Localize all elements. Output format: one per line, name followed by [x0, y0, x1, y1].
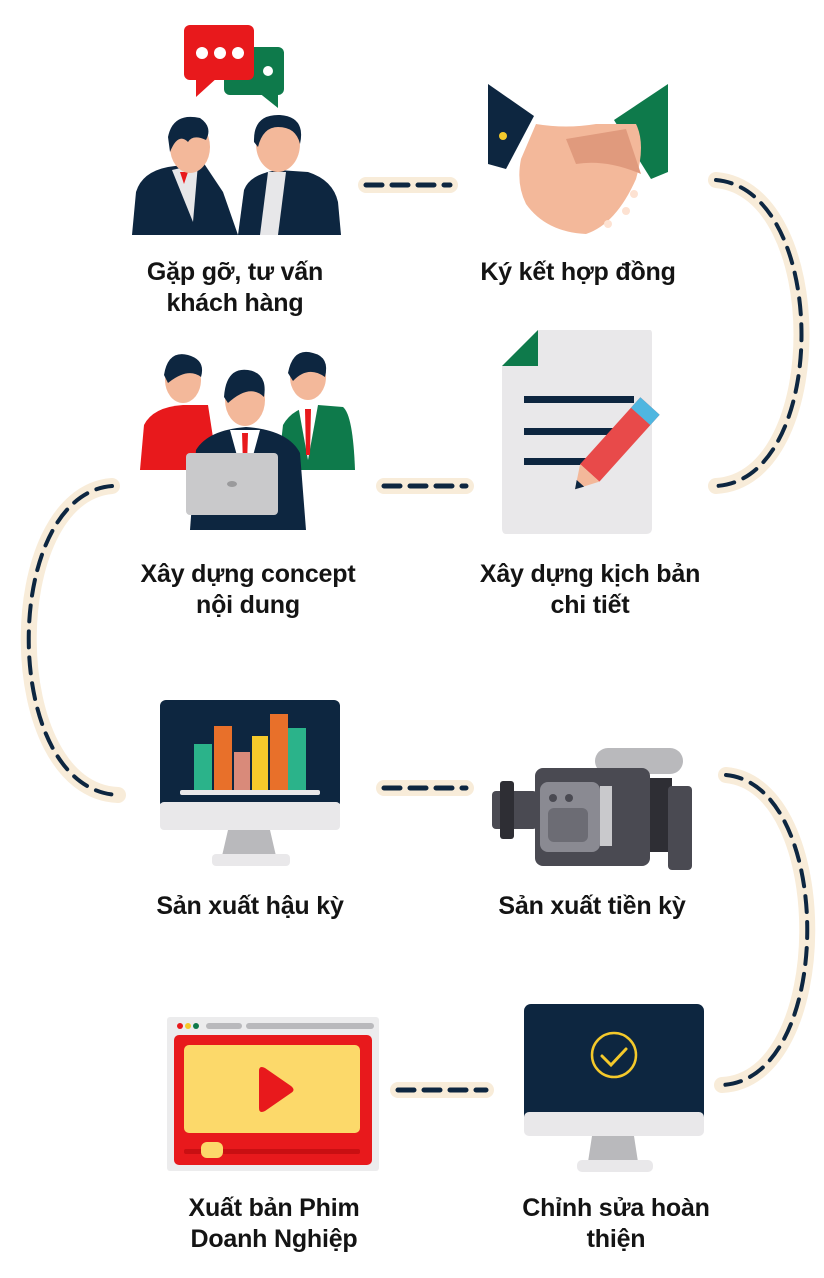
monitor-chart-icon: [160, 700, 340, 866]
step-label-line: khách hàng: [166, 289, 304, 317]
step-label-line: thiện: [586, 1225, 646, 1253]
team-laptop-icon: [140, 351, 355, 530]
connector-6-7: [714, 767, 816, 1093]
step-label-line: Xuất bản Phim: [188, 1194, 360, 1222]
connector-4-5: [20, 478, 126, 803]
step-label-line: Gặp gỡ, tư vấn: [146, 258, 324, 286]
monitor-check-icon: [524, 1004, 704, 1172]
step-label-line: chi tiết: [550, 591, 630, 619]
video-camera-icon: [492, 748, 692, 870]
step-label-line: Sản xuất tiền kỳ: [498, 892, 686, 920]
step-label-line: Doanh Nghiệp: [190, 1225, 358, 1253]
video-player-icon: [167, 1017, 379, 1171]
step-label-4: Xây dựng concept nội dung: [98, 559, 398, 621]
step-label-line: Sản xuất hậu kỳ: [156, 892, 344, 920]
step-label-2: Ký kết hợp đồng: [428, 257, 728, 288]
step-label-line: Xây dựng kịch bản: [479, 560, 701, 588]
connector-2-3: [708, 172, 810, 494]
step-label-line: Chỉnh sửa hoàn: [522, 1194, 710, 1222]
handshake-icon: [488, 84, 668, 234]
step-label-6: Sản xuất hậu kỳ: [100, 891, 400, 922]
step-label-line: Ký kết hợp đồng: [480, 258, 676, 286]
step-label-5: Sản xuất tiền kỳ: [442, 891, 742, 922]
script-document-icon: [502, 330, 660, 534]
step-label-3: Xây dựng kịch bản chi tiết: [440, 559, 740, 621]
step-label-line: nội dung: [196, 591, 300, 619]
meeting-icon: [132, 25, 341, 235]
step-label-line: Xây dựng concept: [140, 560, 356, 588]
step-label-1: Gặp gỡ, tư vấn khách hàng: [85, 257, 385, 319]
step-label-7: Chỉnh sửa hoàn thiện: [466, 1193, 766, 1255]
